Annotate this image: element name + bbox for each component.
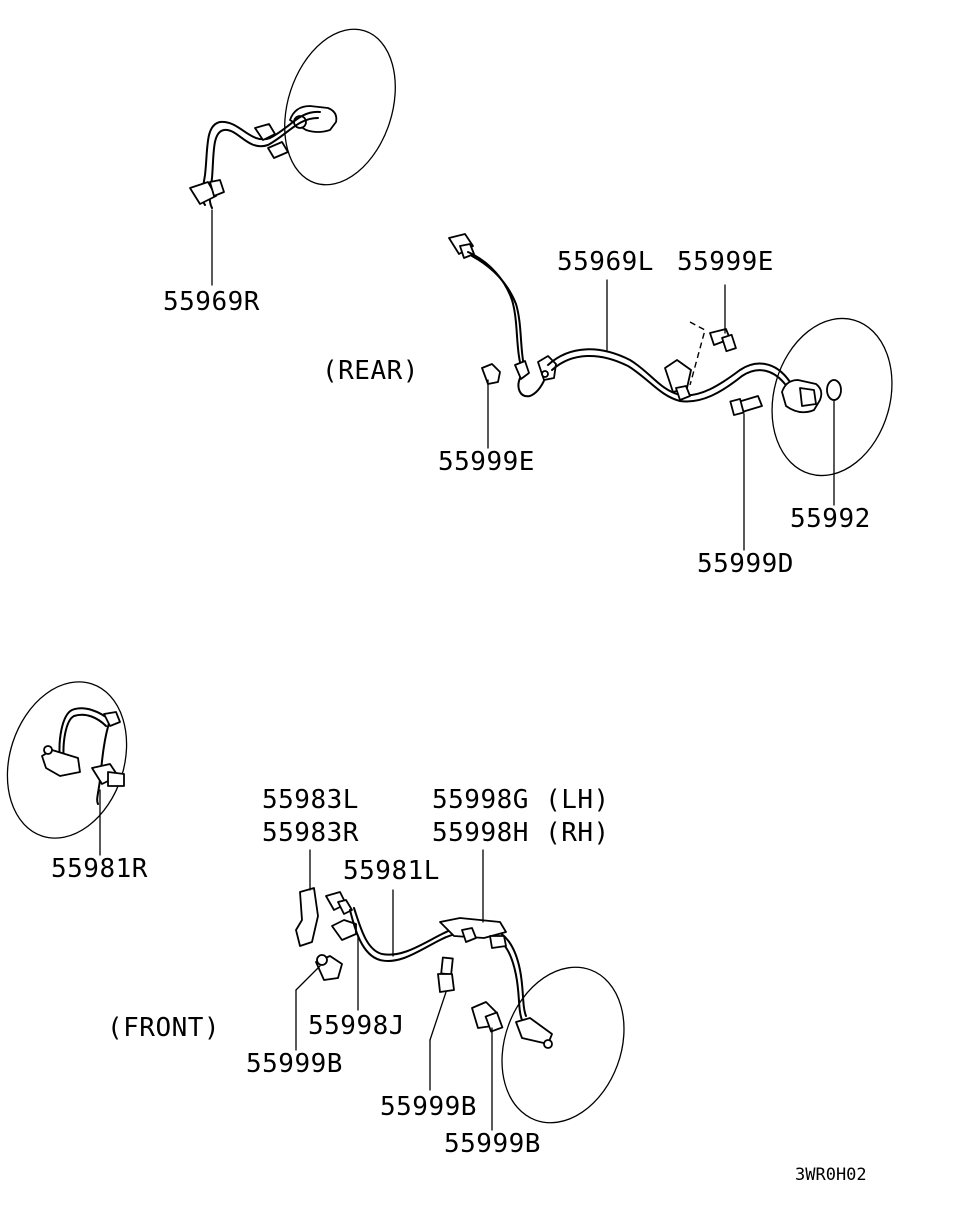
part-label-55969L: 55969L: [557, 247, 654, 277]
bracket-55983: [295, 887, 319, 947]
section-label-front: (FRONT): [107, 1013, 220, 1043]
rear-right-sensor-assembly: [189, 28, 396, 286]
front-left-sensor-assembly: [295, 849, 625, 1131]
bolt-55999B-left: [315, 954, 343, 981]
part-label-55999B-left: 55999B: [246, 1049, 343, 1079]
part-label-55981R: 55981R: [51, 854, 148, 884]
part-label-55998J: 55998J: [308, 1011, 405, 1041]
rear-left-sensor-assembly: [448, 233, 893, 551]
front-left-wheel-hub-outline: [501, 966, 625, 1124]
part-label-55999B-right: 55999B: [444, 1129, 541, 1159]
bolt-55999E-left: [481, 363, 501, 385]
rear-right-wheel-hub-outline: [284, 28, 396, 186]
part-label-55999B-mid: 55999B: [380, 1092, 477, 1122]
bolt-55999E-top: [709, 328, 737, 353]
part-label-55998G: 55998G (LH): [432, 785, 610, 815]
part-label-55999E-left: 55999E: [438, 447, 535, 477]
bolt-55999B-right: [471, 1001, 504, 1033]
part-label-55969R: 55969R: [163, 287, 260, 317]
clip-55998J: [331, 919, 357, 941]
figure-code: 3WR0H02: [795, 1165, 867, 1185]
part-label-55992: 55992: [790, 504, 871, 534]
bolt-55999D: [729, 395, 763, 416]
rear-left-wheel-hub-outline: [771, 317, 893, 477]
section-label-rear: (REAR): [322, 356, 419, 386]
part-label-55983R: 55983R: [262, 818, 359, 848]
front-right-sensor-assembly: [6, 681, 128, 856]
bolt-55999B-mid: [437, 956, 455, 993]
o-ring-55992: [826, 379, 842, 401]
part-label-55983L: 55983L: [262, 785, 359, 815]
part-label-55999E-top: 55999E: [677, 247, 774, 277]
part-label-55999D: 55999D: [697, 549, 794, 579]
bracket-55998G-H: [439, 917, 507, 939]
part-label-55981L: 55981L: [343, 856, 440, 886]
part-label-55998H: 55998H (RH): [432, 818, 610, 848]
